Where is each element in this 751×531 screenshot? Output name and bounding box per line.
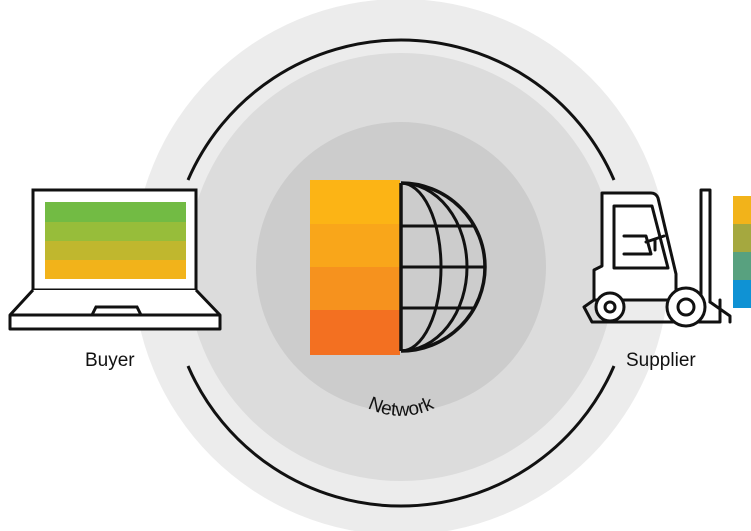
laptop-screen-band-1 <box>45 202 186 222</box>
bottom-connector-arc <box>186 365 616 508</box>
forklift-icon <box>582 188 732 328</box>
laptop-screen-band-2 <box>45 222 186 241</box>
supplier-bar-4 <box>733 280 751 308</box>
laptop-base <box>8 288 222 331</box>
laptop-screen-band-3 <box>45 241 186 260</box>
supplier-bar-1 <box>733 196 751 224</box>
laptop-touchpad <box>90 305 143 316</box>
globe-icon <box>310 180 487 355</box>
supplier-bars <box>733 196 751 308</box>
supplier-bar-2 <box>733 224 751 252</box>
buyer-label: Buyer <box>85 350 135 371</box>
laptop-icon <box>8 188 222 331</box>
supplier-bar-3 <box>733 252 751 280</box>
top-connector-arc <box>186 38 616 181</box>
supplier-label: Supplier <box>626 350 696 371</box>
laptop-screen-band-4 <box>45 260 186 279</box>
